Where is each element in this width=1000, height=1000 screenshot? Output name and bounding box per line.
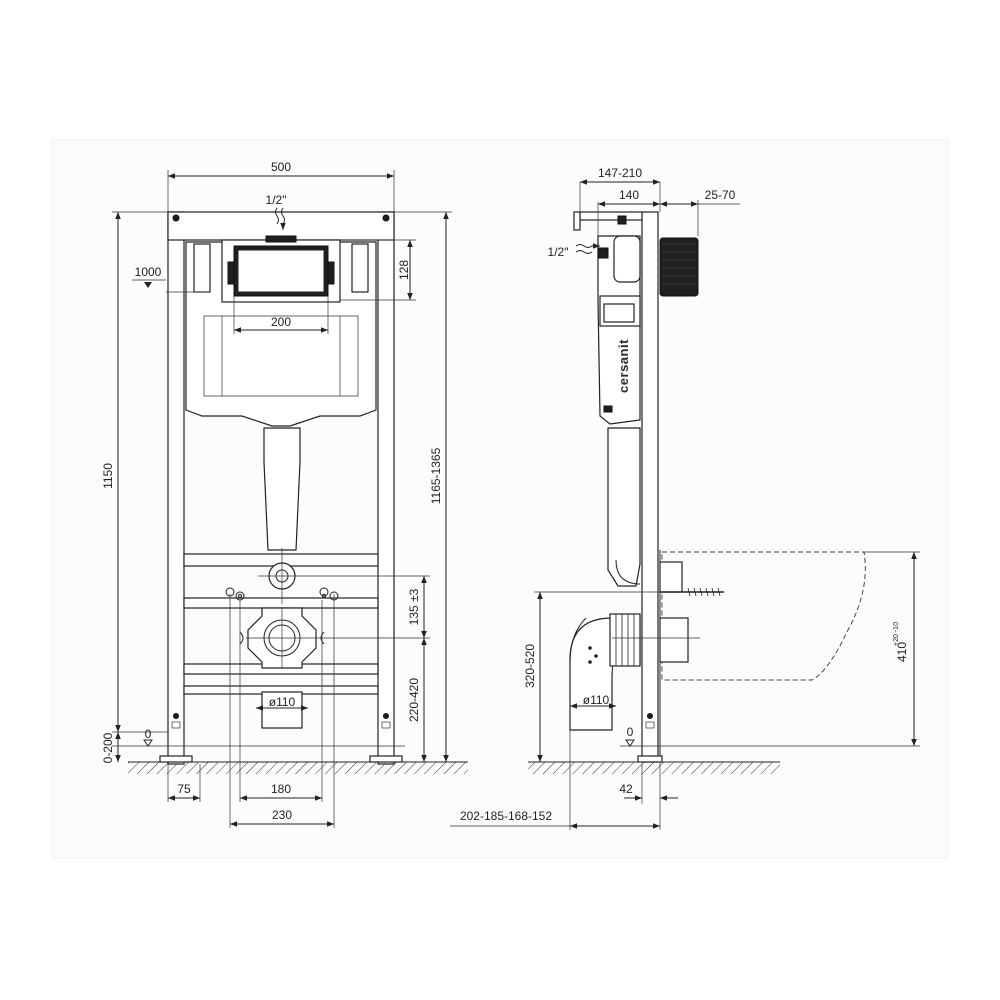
flush-plate-side [659,237,699,297]
dim-42-label: 42 [619,782,633,796]
dim-135-label: 135 ±3 [407,588,421,625]
dim-128-label: 128 [397,260,411,280]
flush-downpipe [263,427,301,551]
downpipe-side [607,427,641,587]
dim-410-label: 410 [895,642,909,662]
diameter-110-front-label: ø110 [269,695,296,709]
side-view: cersanit 1/2" 14 [450,166,920,830]
frame-left-upright [167,211,185,765]
pipe-size-label-front: 1/2" [266,193,287,207]
wc-bowl-outline [661,551,866,681]
dim-140-label: 140 [619,188,639,202]
cistern-side [597,235,641,425]
frame-left-foot [159,755,193,763]
zero-level-side-label: 0 [627,725,634,739]
dim-1150-label: 1150 [101,463,115,489]
dim-147-210-label: 147-210 [598,166,642,180]
pipe-size-label-side: 1/2" [548,245,569,259]
level-1000-label: 1000 [135,265,162,279]
dim-320-520-label: 320-520 [523,644,537,688]
brand-label: cersanit [616,339,631,393]
dim-230-label: 230 [272,808,292,822]
dim-220-420-label: 220-420 [407,678,421,722]
front-view: 500 1/2" 1000 128 200 1150 1165-1365 135… [101,160,468,828]
frame-side-upright [641,211,659,763]
zero-level-front-label: 0 [145,727,152,741]
dim-75-label: 75 [177,782,191,796]
dim-0-200-label: 0-200 [101,732,115,763]
dim-25-70-label: 25-70 [705,188,736,202]
dim-1165-1365-label: 1165-1365 [429,447,443,504]
dim-200-label: 200 [271,315,291,329]
frame-right-upright [377,211,395,765]
dim-180-label: 180 [271,782,291,796]
dim-offsets-label: 202-185-168-152 [460,809,552,823]
frame-right-foot [369,755,403,763]
dim-500-label: 500 [271,160,291,174]
floor-side [528,761,780,774]
dim-410-tolerance: +20 -10 [893,622,900,646]
diameter-110-side-label: ø110 [583,693,610,707]
